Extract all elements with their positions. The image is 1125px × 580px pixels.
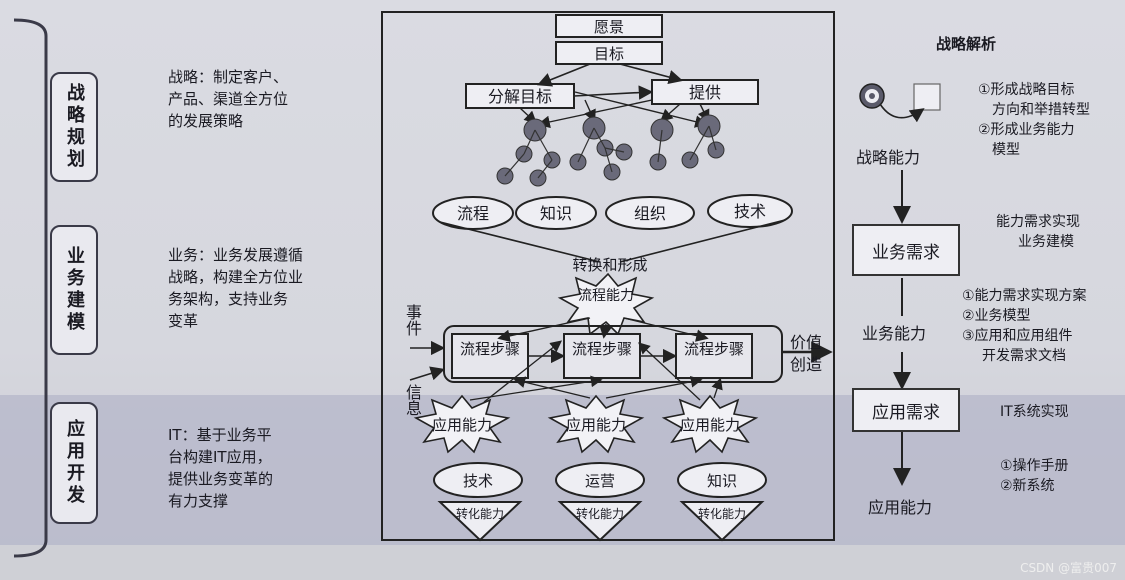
business-item: ②业务模型 (962, 306, 1087, 326)
resource-text: 知识 (707, 472, 737, 490)
it-items: ①操作手册 ②新系统 (1000, 456, 1069, 496)
process-capability-text: 流程能力 (578, 288, 634, 304)
app-capability-text: 应用能力 (566, 416, 626, 434)
vision-text: 愿景 (594, 18, 624, 36)
resource-text: 运营 (585, 472, 615, 490)
app-capability: 应用能力 (868, 498, 932, 518)
element-text: 知识 (540, 204, 572, 223)
app-capability-text: 应用能力 (432, 416, 492, 434)
analysis-item: ②形成业务能力 (978, 120, 1090, 140)
analysis-item: ①形成战略目标 (978, 80, 1090, 100)
element-text: 流程 (457, 204, 489, 223)
analysis-item: 方向和举措转型 (978, 100, 1090, 120)
business-item: 开发需求文档 (962, 346, 1087, 366)
provide-text: 提供 (689, 83, 721, 102)
strategy-capability: 战略能力 (856, 148, 920, 168)
convert-text: 转化能力 (456, 506, 504, 521)
business-item: ③应用和应用组件 (962, 326, 1087, 346)
tree-link (505, 154, 524, 176)
event-label: 事件 (400, 304, 424, 336)
process-step-text: 流程步骤 (460, 340, 520, 358)
process-step-text: 流程步骤 (572, 340, 632, 358)
analysis-item: 模型 (978, 140, 1090, 160)
analysis-title: 战略解析 (936, 34, 996, 54)
goal-tree (497, 115, 724, 186)
decompose-text: 分解目标 (488, 87, 552, 106)
value-label: 价值创造 (790, 332, 830, 376)
capability-title-line: 能力需求实现 (996, 212, 1080, 232)
convert-text: 转化能力 (698, 506, 746, 521)
capability-title: 能力需求实现 业务建模 (996, 212, 1080, 252)
business-capability: 业务能力 (862, 324, 926, 344)
capability-title-line: 业务建模 (996, 232, 1080, 252)
goal-text: 目标 (594, 45, 624, 63)
arrow (410, 370, 442, 380)
app-capability-text: 应用能力 (680, 416, 740, 434)
chart-icon (914, 84, 940, 110)
process-step-text: 流程步骤 (684, 340, 744, 358)
it-item: ②新系统 (1000, 476, 1069, 496)
it-item: ①操作手册 (1000, 456, 1069, 476)
arrow (620, 64, 680, 80)
arrow (540, 64, 590, 84)
element-text: 组织 (634, 204, 666, 223)
app-demand-box: 应用需求 (852, 388, 960, 432)
watermark: CSDN @富贵007 (1020, 559, 1117, 576)
business-item: ①能力需求实现方案 (962, 286, 1087, 306)
resource-text: 技术 (463, 472, 493, 490)
info-label: 信息 (400, 384, 424, 416)
convert-text: 转化能力 (576, 506, 624, 521)
analysis-items: ①形成战略目标 方向和举措转型 ②形成业务能力 模型 (978, 80, 1090, 160)
element-text: 技术 (734, 202, 766, 221)
business-demand-box: 业务需求 (852, 224, 960, 276)
it-title: IT系统实现 (1000, 402, 1069, 422)
transform-label: 转换和形成 (572, 256, 647, 274)
business-items: ①能力需求实现方案 ②业务模型 ③应用和应用组件 开发需求文档 (962, 286, 1087, 366)
value-text: 价值创造 (790, 333, 822, 374)
